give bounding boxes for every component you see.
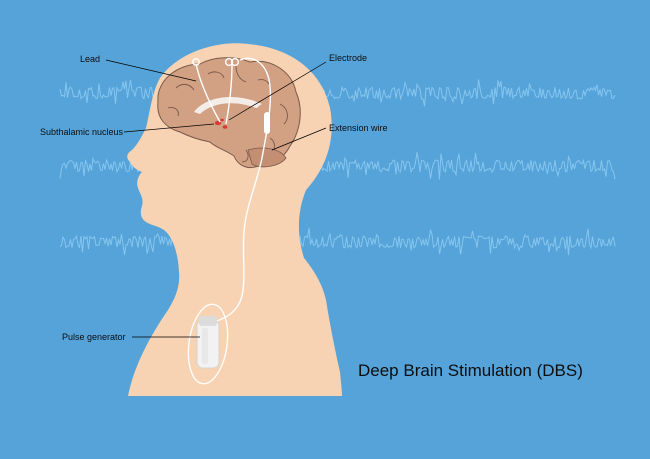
extension-wire [213,57,272,323]
subthalamic-nucleus-label: Subthalamic nucleus [40,127,124,137]
lead-leader-line [105,59,197,82]
burr-hole-caps [192,57,240,67]
brainwave-band-bottom [59,228,616,256]
lead-wire-rear [225,63,233,125]
lead-label: Lead [80,54,101,64]
subthalamic-nucleus-marker [214,118,228,129]
pulse-generator-pocket [187,303,229,385]
pulse-generator-label: Pulse generator [62,332,126,342]
leader-lines [105,59,327,338]
pulse-generator-device [196,316,220,369]
lead-wire-front [195,63,221,123]
extension-wire-leader-line [271,127,327,151]
electrode-label: Electrode [329,53,368,63]
corpus-callosum [194,97,262,114]
cerebellum [247,147,287,168]
subthalamic-nucleus-leader-line [123,123,215,133]
brainwave-band-top [59,79,616,107]
lead-connector [264,112,270,134]
electrode-leader-line [228,61,327,121]
diagram-title: Deep Brain Stimulation (DBS) [358,361,583,380]
extension-wire-label: Extension wire [329,123,388,133]
dbs-hardware [195,57,272,323]
